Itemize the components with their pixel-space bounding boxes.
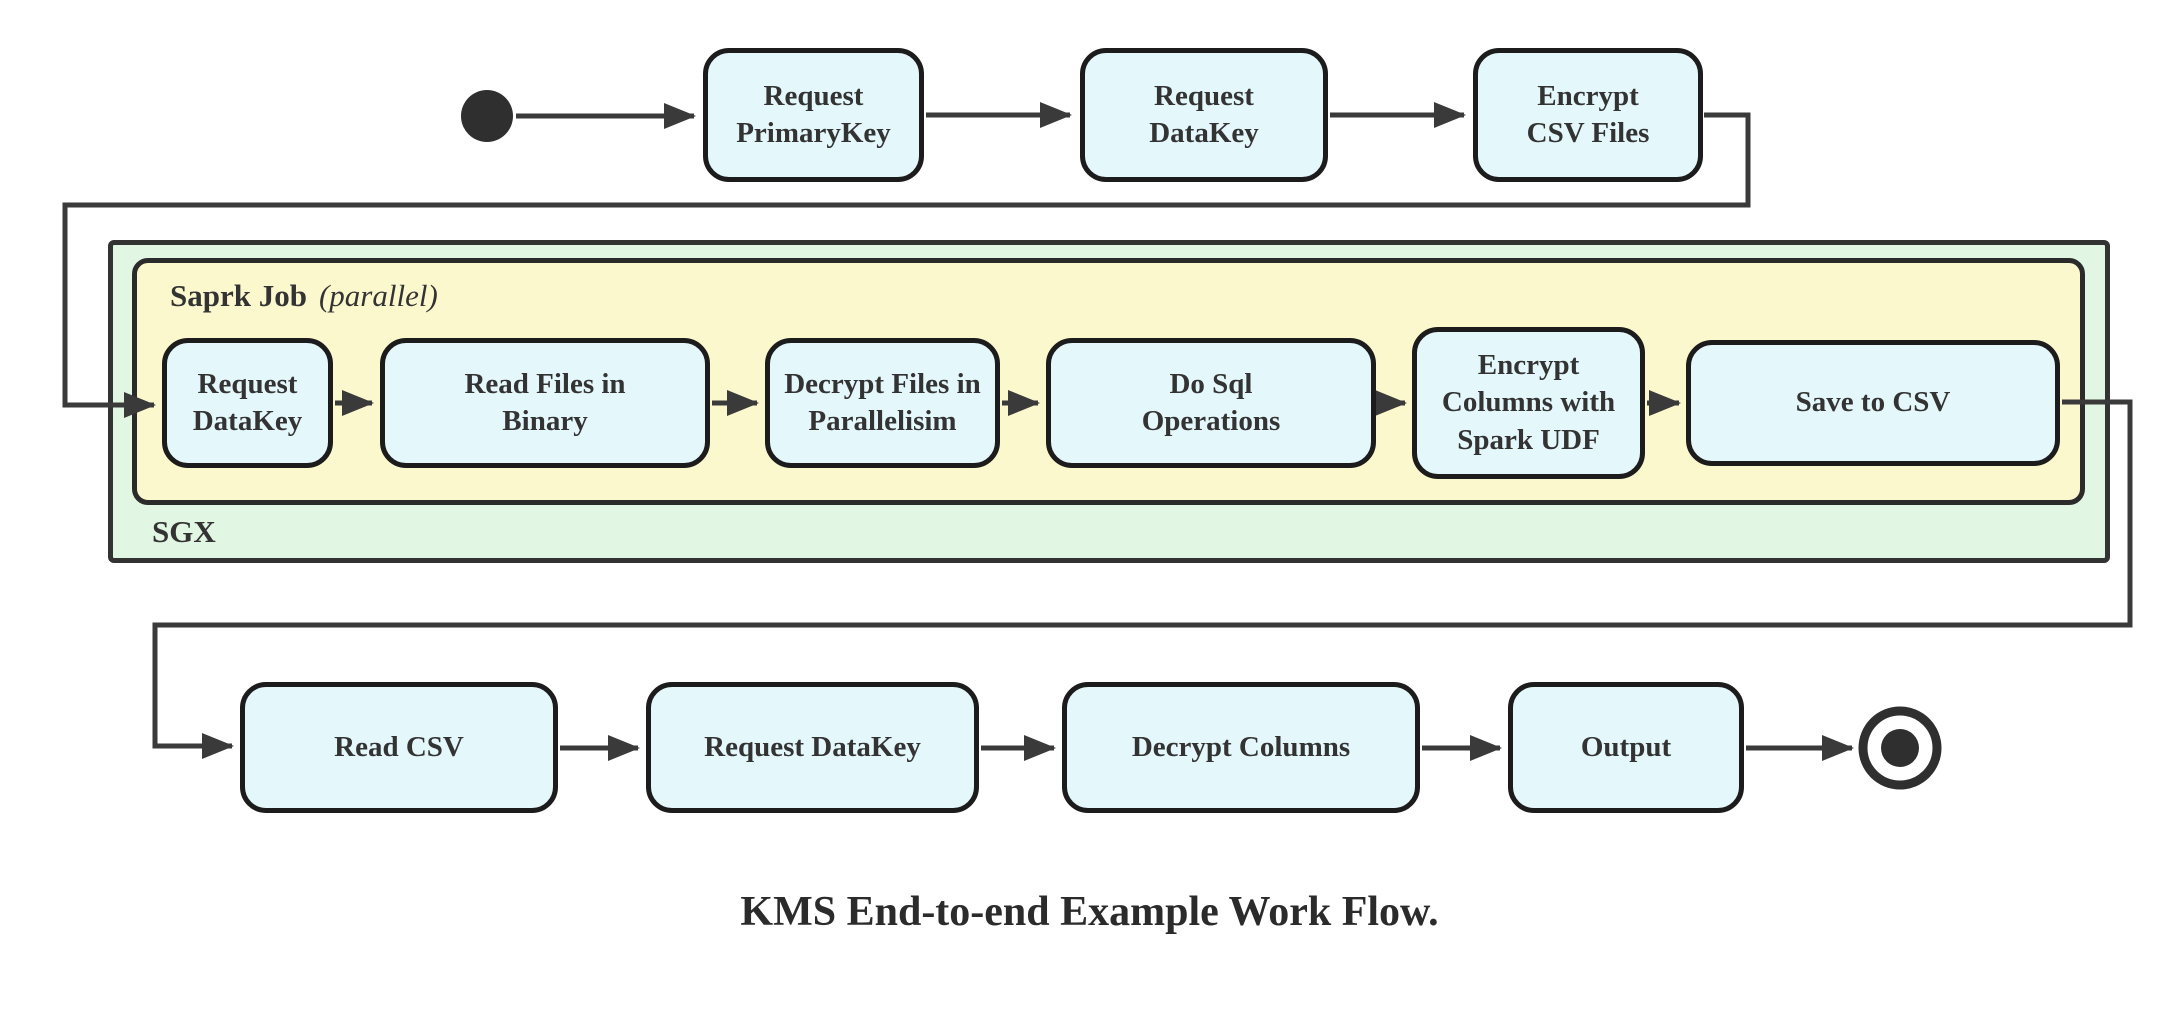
node-decrypt-files-in-parallelisim: Decrypt Files in Parallelisim	[765, 338, 1000, 468]
connector-encrypt-csv-to-sgx	[62, 112, 1751, 418]
spark-job-title: Saprk Job	[170, 278, 307, 313]
node-decrypt-columns: Decrypt Columns	[1062, 682, 1420, 813]
node-read-csv: Read CSV	[240, 682, 558, 813]
node-do-sql-operations: Do Sql Operations	[1046, 338, 1376, 468]
diagram-caption: KMS End-to-end Example Work Flow.	[740, 889, 1439, 935]
final-state-dot-icon	[1881, 729, 1919, 767]
node-save-to-csv: Save to CSV	[1686, 340, 2060, 466]
node-encrypt-csv-files: Encrypt CSV Files	[1473, 48, 1703, 182]
node-output: Output	[1508, 682, 1744, 813]
node-request-primarykey: Request PrimaryKey	[703, 48, 924, 182]
node-request-datakey-top: Request DataKey	[1080, 48, 1328, 182]
spark-job-annotation: (parallel)	[318, 278, 438, 313]
connector-save-csv-to-read-csv	[152, 399, 2133, 759]
node-read-files-in-binary: Read Files in Binary	[380, 338, 710, 468]
sgx-label: SGX	[152, 514, 216, 549]
initial-state-icon	[461, 90, 513, 142]
node-request-datakey-spark: Request DataKey	[162, 338, 333, 468]
spark-job-label: Saprk Job (parallel)	[170, 278, 438, 314]
node-encrypt-columns-with-spark-udf: Encrypt Columns with Spark UDF	[1412, 327, 1645, 479]
node-request-datakey-bottom: Request DataKey	[646, 682, 979, 813]
